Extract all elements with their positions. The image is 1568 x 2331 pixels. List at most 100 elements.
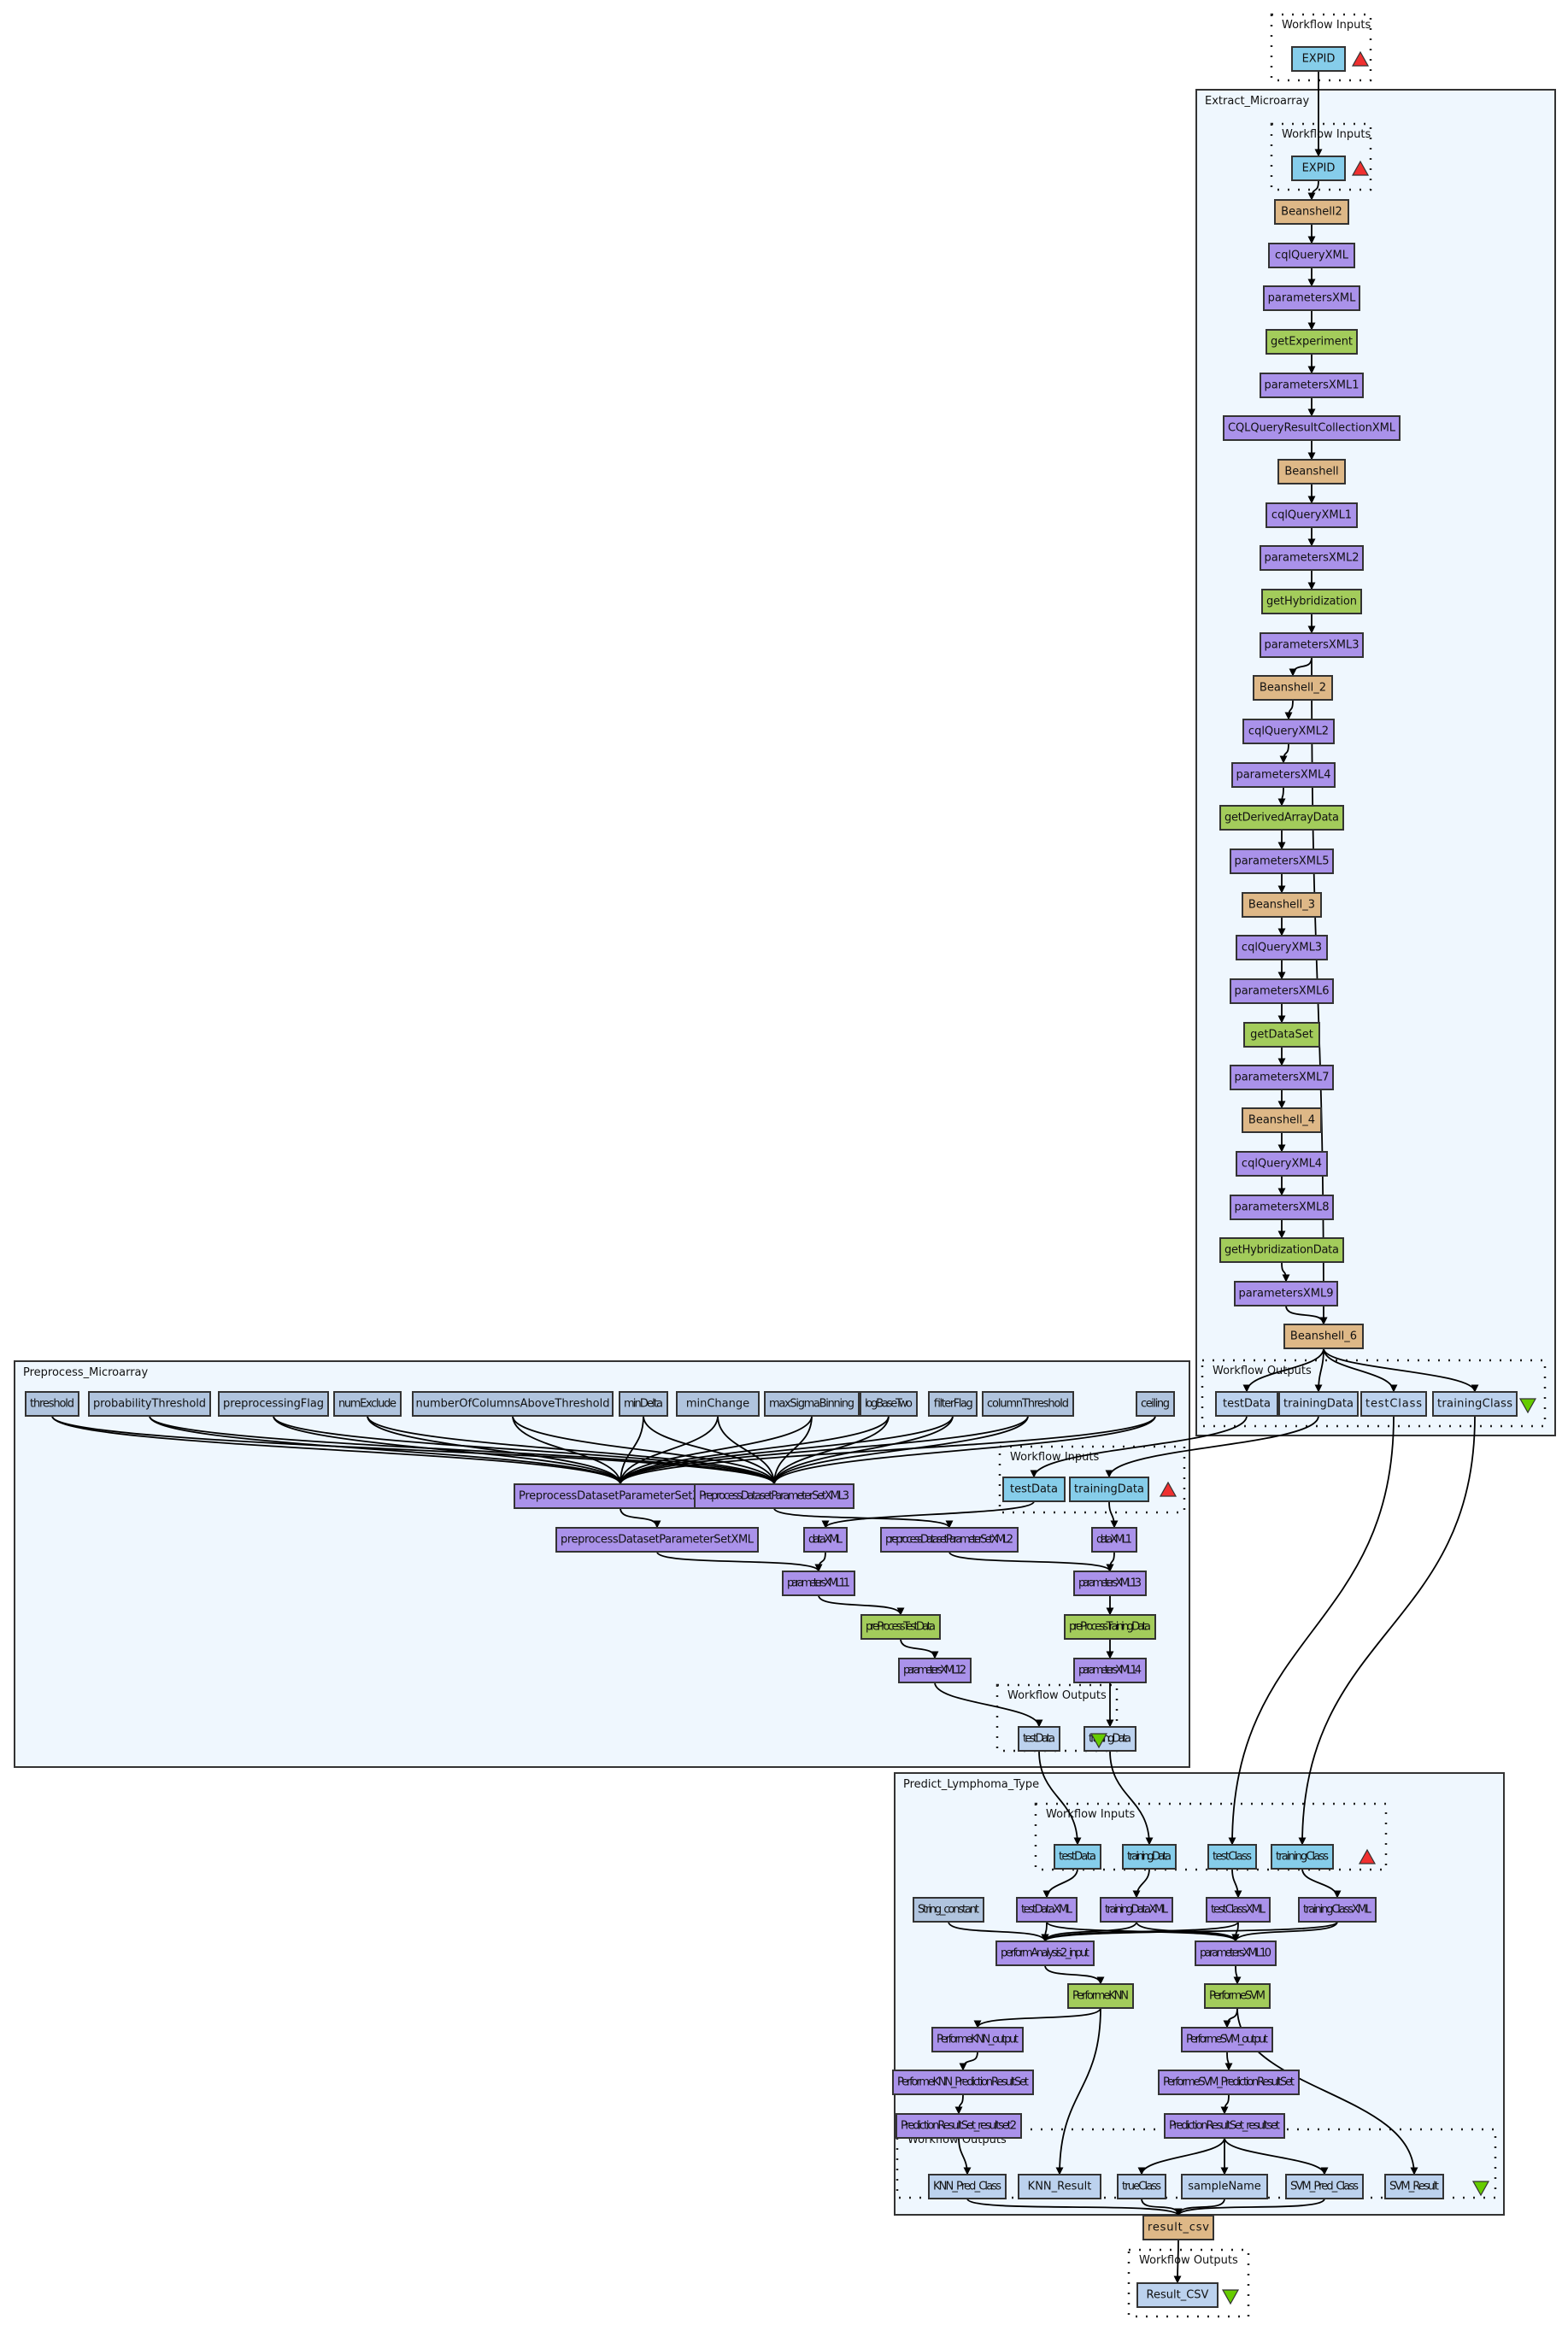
node-constant-pr_strconst[interactable]: String_constant — [913, 1897, 984, 1923]
node-box — [898, 1658, 972, 1683]
node-xmlsplitter-pp_px12[interactable]: parametersXML12 — [898, 1658, 972, 1683]
node-constant-pp_numex[interactable]: numExclude — [333, 1391, 402, 1417]
node-label: trueClass — [1122, 2181, 1161, 2193]
node-service-ex_getexp[interactable]: getExperiment — [1266, 329, 1358, 355]
node-xmlsplitter-ex_px[interactable]: parametersXML — [1263, 285, 1360, 311]
node-output-ex_o_tclass[interactable]: testClass — [1360, 1391, 1427, 1417]
node-beanshell-ex_bs[interactable]: Beanshell — [1277, 459, 1346, 484]
node-xmlsplitter-ex_px2[interactable]: parametersXML2 — [1260, 545, 1364, 571]
node-beanshell-ex_bs_2[interactable]: Beanshell_2 — [1253, 675, 1333, 701]
node-constant-pp_ncols[interactable]: numberOfColumnsAboveThreshold — [412, 1391, 614, 1417]
node-output-pr_o_knnres[interactable]: KNN_Result — [1018, 2174, 1101, 2199]
node-xmlsplitter-ex_cql4[interactable]: cqlQueryXML4 — [1236, 1151, 1328, 1177]
node-xmlsplitter-pr_trainxml[interactable]: trainingDataXML — [1100, 1897, 1173, 1923]
node-output-pr_o_svmres[interactable]: SVM_Result — [1384, 2174, 1444, 2199]
edge-pp_o_train-to-pr_i_train — [1109, 1750, 1154, 1846]
node-input-pp_i_train[interactable]: trainingData — [1069, 1477, 1149, 1502]
node-constant-pp_filter[interactable]: filterFlag — [928, 1391, 978, 1417]
node-constant-pp_flag[interactable]: preprocessingFlag — [218, 1391, 329, 1417]
node-xmlsplitter-pr_knnprs[interactable]: PerformeKNN_PredictionResultSet — [892, 2070, 1034, 2095]
node-output-final_csv[interactable]: Result_CSV — [1136, 2282, 1219, 2308]
node-beanshell-ex_bs2[interactable]: Beanshell2 — [1274, 199, 1349, 225]
node-xmlsplitter-pp_px13[interactable]: parametersXML13 — [1073, 1571, 1147, 1596]
edge-pr_i_train-to-pr_trainxml — [1132, 1868, 1150, 1899]
node-xmlsplitter-pr_prs[interactable]: PredictionResultSet_resultset — [1164, 2113, 1285, 2139]
node-output-pr_o_true[interactable]: trueClass — [1117, 2174, 1166, 2199]
node-input-pr_i_test[interactable]: testData — [1054, 1844, 1101, 1870]
node-constant-pp_colthr[interactable]: columnThreshold — [982, 1391, 1074, 1417]
node-label: parametersXML14 — [1078, 1665, 1142, 1677]
node-input-pr_i_tclass[interactable]: testClass — [1207, 1844, 1257, 1870]
node-xmlsplitter-ex_px5[interactable]: parametersXML5 — [1230, 848, 1334, 874]
node-constant-pp_threshold[interactable]: threshold — [25, 1391, 79, 1417]
node-service-ex_getder[interactable]: getDerivedArrayData — [1219, 805, 1344, 831]
node-input-ex_expid[interactable]: EXPID — [1291, 156, 1346, 181]
node-xmlsplitter-ex_px9[interactable]: parametersXML9 — [1234, 1281, 1338, 1306]
node-service-ex_gethyb[interactable]: getHybridization — [1261, 589, 1362, 614]
node-beanshell-ex_bs_6[interactable]: Beanshell_6 — [1283, 1324, 1364, 1349]
node-xmlsplitter-ex_px1[interactable]: parametersXML1 — [1260, 373, 1364, 398]
node-beanshell-ex_bs_4[interactable]: Beanshell_4 — [1242, 1107, 1322, 1133]
node-xmlsplitter-ex_cqlres[interactable]: CQLQueryResultCollectionXML — [1223, 415, 1401, 441]
node-xmlsplitter-pr_prs2[interactable]: PredictionResultSet_resultset2 — [896, 2113, 1022, 2139]
node-service-ex_getds[interactable]: getDataSet — [1243, 1022, 1320, 1048]
node-xmlsplitter-pp_dataxml[interactable]: dataXML — [803, 1527, 848, 1553]
node-xmlsplitter-ex_px3[interactable]: parametersXML3 — [1260, 632, 1364, 658]
node-output-ex_o_test[interactable]: testData — [1215, 1391, 1278, 1417]
node-constant-pp_mindelta[interactable]: minDelta — [619, 1391, 668, 1417]
node-xmlsplitter-pr_svmout[interactable]: PerformeSVM_output — [1181, 2027, 1273, 2052]
node-service-pp_pretest[interactable]: preProcessTestData — [860, 1614, 941, 1640]
node-xmlsplitter-ex_cql[interactable]: cqlQueryXML — [1268, 243, 1355, 268]
node-output-pp_o_test[interactable]: testData — [1018, 1726, 1060, 1752]
node-input-pr_i_trclass[interactable]: trainingClass — [1271, 1844, 1334, 1870]
node-xmlsplitter-pr_testxml[interactable]: testDataXML — [1016, 1897, 1078, 1923]
node-output-pp_o_train[interactable]: trainingData — [1084, 1726, 1136, 1752]
node-constant-pp_prob[interactable]: probabilityThreshold — [88, 1391, 211, 1417]
node-constant-pp_ceiling[interactable]: ceiling — [1136, 1391, 1175, 1417]
node-xmlsplitter-ex_px4[interactable]: parametersXML4 — [1231, 762, 1336, 788]
node-xmlsplitter-pp_pdps2[interactable]: preprocessDatasetParameterSetXML2 — [880, 1527, 1019, 1553]
node-label: Beanshell_4 — [1248, 1114, 1315, 1127]
node-beanshell-result_csv[interactable]: result_csv — [1142, 2215, 1214, 2240]
node-xmlsplitter-pp_pdps[interactable]: preprocessDatasetParameterSetXML — [555, 1527, 759, 1553]
node-xmlsplitter-pr_px10[interactable]: parametersXML10 — [1195, 1941, 1277, 1966]
node-constant-pp_minchange[interactable]: minChange — [676, 1391, 760, 1417]
node-xmlsplitter-ex_px8[interactable]: parametersXML8 — [1230, 1195, 1334, 1220]
node-label: testDataXML — [1021, 1904, 1073, 1917]
node-constant-pp_maxsig[interactable]: maxSigmaBinning — [764, 1391, 860, 1417]
output-marker-icon — [1089, 1733, 1108, 1749]
node-output-pr_o_knnpred[interactable]: KNN_Pred_Class — [928, 2174, 1007, 2199]
node-service-pp_pretrain[interactable]: preProcessTrainingData — [1064, 1614, 1156, 1640]
node-label: preprocessingFlag — [223, 1398, 324, 1411]
node-input-pp_i_test[interactable]: testData — [1002, 1477, 1066, 1502]
node-input-pr_i_train[interactable]: trainingData — [1122, 1844, 1177, 1870]
node-output-ex_o_train[interactable]: trainingData — [1278, 1391, 1359, 1417]
node-output-ex_o_trclass[interactable]: trainingClass — [1432, 1391, 1518, 1417]
node-service-ex_gethybd[interactable]: getHybridizationData — [1219, 1237, 1344, 1263]
node-xmlsplitter-ex_px7[interactable]: parametersXML7 — [1230, 1065, 1334, 1090]
node-xmlsplitter-pr_pa2[interactable]: performAnalysis2_input — [995, 1941, 1095, 1966]
node-xmlsplitter-pp_px11[interactable]: parametersXML11 — [782, 1571, 855, 1596]
node-xmlsplitter-ex_cql3[interactable]: cqlQueryXML3 — [1236, 935, 1328, 960]
node-xmlsplitter-pp_px14[interactable]: parametersXML14 — [1073, 1658, 1147, 1683]
node-output-pr_o_svmpred[interactable]: SVM_Pred_Class — [1285, 2174, 1364, 2199]
node-xmlsplitter-pr_trclassxml[interactable]: trainingClassXML — [1298, 1897, 1377, 1923]
node-constant-pp_log[interactable]: logBaseTwo — [860, 1391, 918, 1417]
node-beanshell-ex_bs_3[interactable]: Beanshell_3 — [1242, 892, 1322, 918]
node-input-top_expid[interactable]: EXPID — [1291, 46, 1346, 72]
node-label: testClassXML — [1211, 1904, 1266, 1917]
node-service-pr_svm[interactable]: PerformeSVM — [1204, 1983, 1271, 2009]
node-box — [1298, 1897, 1377, 1923]
node-xmlsplitter-pr_svmprs[interactable]: PerformeSVM_PredictionResultSet — [1158, 2070, 1300, 2095]
node-xmlsplitter-ex_cql2[interactable]: cqlQueryXML2 — [1242, 719, 1335, 744]
node-output-pr_o_sample[interactable]: sampleName — [1181, 2174, 1268, 2199]
node-xmlsplitter-pr_knnout[interactable]: PerformeKNN_output — [931, 2027, 1024, 2052]
node-xmlsplitter-pp_pdps3[interactable]: PreprocessDatasetParameterSetXML3 — [694, 1483, 854, 1509]
node-xmlsplitter-pr_tclassxml[interactable]: testClassXML — [1206, 1897, 1271, 1923]
node-service-pr_knn[interactable]: PerformeKNN — [1067, 1983, 1134, 2009]
node-xmlsplitter-pp_dataxml1[interactable]: dataXML1 — [1091, 1527, 1137, 1553]
node-box — [25, 1391, 79, 1417]
node-xmlsplitter-ex_px6[interactable]: parametersXML6 — [1230, 978, 1334, 1004]
node-label: Beanshell_3 — [1248, 899, 1315, 912]
node-xmlsplitter-ex_cql1[interactable]: cqlQueryXML1 — [1266, 502, 1358, 528]
